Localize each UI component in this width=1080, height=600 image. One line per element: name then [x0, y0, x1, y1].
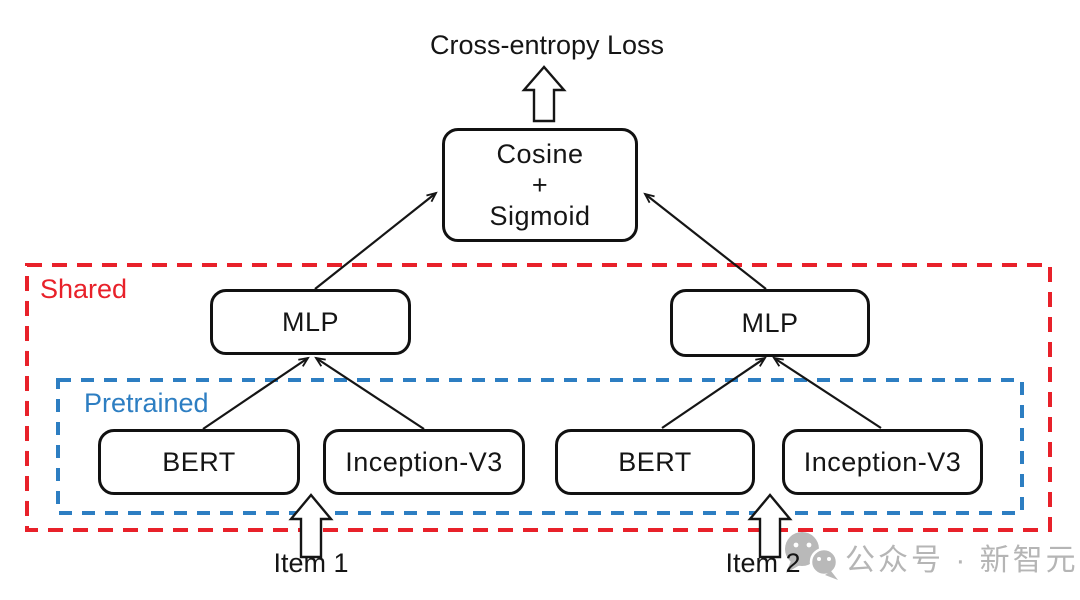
loss-up-block-arrow-icon	[521, 65, 567, 123]
node-cosine-sigmoid: Cosine + Sigmoid	[442, 128, 638, 242]
shared-group-label: Shared	[40, 274, 128, 304]
node-mlp-right: MLP	[670, 289, 870, 357]
item2-label: Item 2	[725, 548, 801, 578]
sigmoid-line: Sigmoid	[489, 200, 591, 231]
node-bert-right: BERT	[555, 429, 755, 495]
arrow-inception-right-to-mlp-right	[772, 356, 882, 429]
arrow-inception-left-to-mlp-left	[314, 356, 425, 430]
wechat-icon	[785, 532, 839, 580]
arrow-bert-left-to-mlp-left	[202, 356, 310, 430]
pretrained-group-label: Pretrained	[84, 388, 209, 418]
node-mlp-left: MLP	[210, 289, 411, 355]
node-inception-left: Inception-V3	[323, 429, 525, 495]
arrow-mlp-left-to-cosine	[314, 191, 438, 290]
arrow-mlp-right-to-cosine	[643, 192, 767, 290]
node-inception-right: Inception-V3	[782, 429, 983, 495]
arrow-bert-right-to-mlp-right	[661, 356, 767, 429]
plus-line: +	[531, 169, 549, 200]
pretrained-group-border	[56, 378, 1024, 515]
watermark-text: 公众号 · 新智元	[845, 544, 1079, 577]
item2-up-block-arrow-icon	[747, 493, 793, 559]
cosine-line: Cosine	[496, 138, 584, 169]
node-bert-left: BERT	[98, 429, 300, 495]
shared-group-border	[25, 263, 1052, 532]
loss-label: Cross-entropy Loss	[429, 30, 665, 60]
item1-label: Item 1	[273, 548, 349, 578]
item1-up-block-arrow-icon	[288, 493, 334, 559]
